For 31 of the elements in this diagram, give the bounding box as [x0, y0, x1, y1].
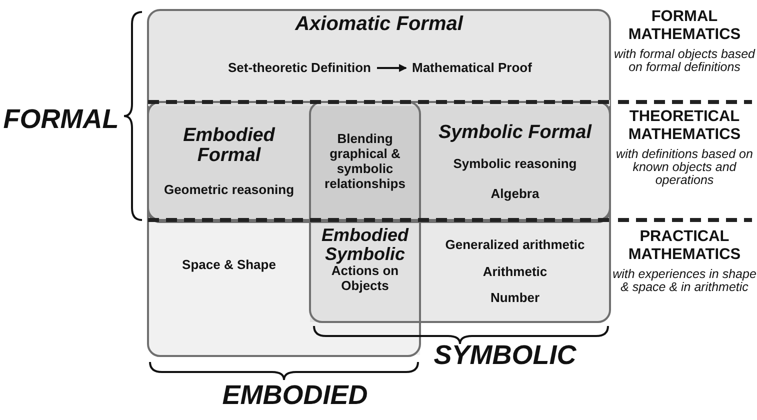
- region-text: Generalized arithmetic: [445, 238, 585, 253]
- arrow: [377, 64, 407, 72]
- region-text: Symbolic reasoning: [453, 157, 577, 172]
- world-label: SYMBOLIC: [432, 340, 578, 372]
- level-title: THEORETICAL MATHEMATICS: [627, 108, 742, 144]
- region-cell: [310, 104, 420, 220]
- region-cell: [420, 104, 610, 220]
- region-cell: [148, 222, 310, 356]
- region-text: Set-theoretic Definition: [228, 60, 371, 76]
- region-text: Geometric reasoning: [164, 183, 294, 198]
- region-title: Symbolic Formal: [438, 122, 592, 142]
- region-cell: [148, 10, 610, 102]
- region-title: Axiomatic Formal: [295, 14, 463, 35]
- level-description: with formal objects based on formal definitions: [612, 48, 756, 74]
- region-text: Blending graphical & symbolic relationships: [324, 132, 406, 192]
- region-title: Embodied Formal: [182, 126, 276, 166]
- level-title: PRACTICAL MATHEMATICS: [627, 228, 742, 264]
- region-text: Actions on Objects: [331, 264, 399, 294]
- region-cell: [420, 222, 610, 322]
- region-text: Arithmetic: [482, 264, 548, 280]
- region-text: Mathematical Proof: [412, 60, 532, 76]
- world-label: FORMAL: [2, 104, 120, 136]
- region-text: Algebra: [490, 186, 540, 202]
- world-label: EMBODIED: [221, 380, 369, 412]
- region-cell: [310, 222, 420, 322]
- region-title: Embodied Symbolic: [320, 226, 410, 264]
- level-description: with definitions based on known objects and operations: [615, 148, 754, 188]
- region-text: Number: [490, 291, 540, 306]
- region-cell: [148, 104, 310, 220]
- region-text: Space & Shape: [182, 258, 276, 273]
- level-title: FORMAL MATHEMATICS: [627, 8, 742, 44]
